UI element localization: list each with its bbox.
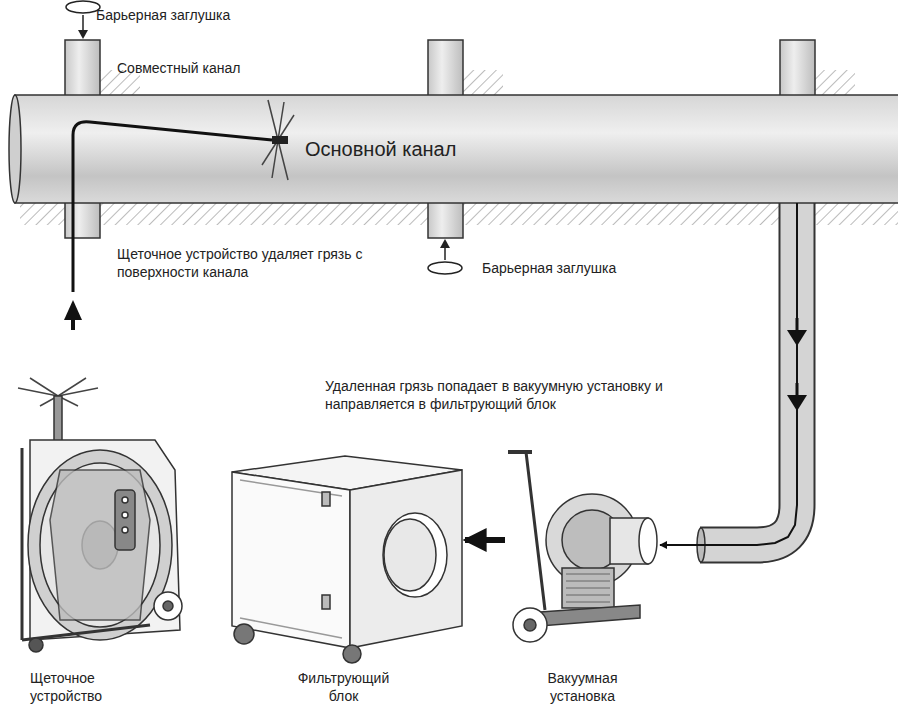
brush-machine-part xyxy=(29,638,43,652)
brush-machine-part-part xyxy=(58,378,86,396)
filter-box-part xyxy=(384,519,436,591)
vacuum-unit-part xyxy=(562,568,614,608)
filter-box-part xyxy=(322,492,330,506)
main-duct-part xyxy=(15,95,898,203)
brush-cable-part xyxy=(64,300,82,320)
vacuum-unit-part-part xyxy=(566,588,610,589)
note-label: Барьерная заглушка xyxy=(482,260,702,278)
vacuum-unit-part-part xyxy=(566,595,610,596)
equipment-label: Фильтрующий блок xyxy=(289,670,399,705)
brush-machine-part xyxy=(22,625,150,640)
brush-machine-part xyxy=(122,497,128,503)
vacuum-unit-part xyxy=(514,452,545,610)
brush-machine-part xyxy=(54,396,62,446)
note-label: Барьерная заглушка xyxy=(96,7,316,25)
vacuum-unit-part xyxy=(524,619,536,631)
vacuum-unit-part xyxy=(639,518,657,564)
brush-machine-part xyxy=(21,448,24,640)
vacuum-unit-part xyxy=(540,605,640,626)
filter-box: Фильтрующий блок xyxy=(222,452,465,711)
barrier-plugs-part xyxy=(66,1,100,13)
brush-cable-part xyxy=(272,136,288,144)
joint-channels-part xyxy=(65,202,100,238)
equipment-label: Вакуумная установка xyxy=(528,670,638,705)
note-label: Удаленная грязь попадает в вакуумную уст… xyxy=(325,378,670,413)
filter-box-part xyxy=(232,472,350,648)
vacuum-unit-part-part xyxy=(566,581,610,582)
vacuum-unit xyxy=(508,452,657,642)
filter-box-part xyxy=(322,595,330,609)
brush-cable-part xyxy=(262,100,294,180)
vacuum-unit-part xyxy=(513,608,547,642)
filter-box xyxy=(232,456,462,663)
vacuum-unit-part-part xyxy=(566,574,610,575)
barrier-plugs xyxy=(66,1,462,274)
brush-machine xyxy=(18,378,182,652)
brush-machine-part xyxy=(122,527,128,533)
brush-machine-part-part xyxy=(30,378,58,396)
barrier-plugs-part xyxy=(428,262,462,274)
vacuum-unit-part xyxy=(508,450,532,454)
ground-hatching-part xyxy=(20,203,65,225)
note-label: Щеточное устройство удаляет грязь с пове… xyxy=(117,246,407,281)
filter-box-part xyxy=(240,618,342,638)
filter-box-part xyxy=(350,470,462,648)
brush-cable-part-part xyxy=(278,140,288,180)
brush-machine-part xyxy=(40,463,160,627)
barrier-plugs-part xyxy=(440,239,450,248)
ground-hatching-part xyxy=(815,203,898,225)
vacuum-unit-part-part xyxy=(566,602,610,603)
brush-machine-part xyxy=(163,601,173,611)
ground-hatching-part xyxy=(815,70,855,95)
brush-machine-box: Щеточное устройство xyxy=(8,365,192,711)
vacuum-unit-part xyxy=(566,574,610,602)
filter-box-part xyxy=(383,513,447,597)
brush-machine-part xyxy=(154,592,182,620)
ground-hatching-part xyxy=(100,203,428,225)
joint-channels-part xyxy=(428,202,463,238)
brush-machine-part xyxy=(50,470,150,620)
duct-label: Основной канал xyxy=(305,137,456,162)
ground-hatching-part xyxy=(463,70,503,95)
equipment-label: Щеточное устройство xyxy=(30,670,140,705)
flow-arrow xyxy=(660,203,797,545)
vacuum-unit-box: Вакуумная установка xyxy=(505,440,660,711)
brush-cable-part xyxy=(71,318,75,330)
joint-channels-part xyxy=(780,40,815,96)
flow-arrow xyxy=(465,537,505,543)
joint-channels-part xyxy=(428,40,463,96)
barrier-plugs-part xyxy=(82,15,84,32)
brush-cable-part-part xyxy=(268,100,278,140)
note-label: Совместный канал xyxy=(117,60,337,78)
outlet-pipe xyxy=(697,200,797,562)
brush-machine-part xyxy=(115,490,135,550)
outlet-pipe-part xyxy=(702,200,798,545)
brush-machine-part xyxy=(28,450,172,640)
main-duct: Основной канал xyxy=(0,95,898,203)
brush-cable xyxy=(64,100,294,330)
filter-box-part xyxy=(234,624,254,644)
filter-box-part xyxy=(343,645,361,663)
main-duct xyxy=(9,95,898,203)
joint-channels-part xyxy=(65,40,100,96)
barrier-plugs-part xyxy=(444,246,446,260)
barrier-plugs-part xyxy=(78,30,88,39)
main-duct-part xyxy=(9,95,21,203)
brush-machine-part xyxy=(122,512,128,518)
ground-hatching-part xyxy=(463,203,780,225)
